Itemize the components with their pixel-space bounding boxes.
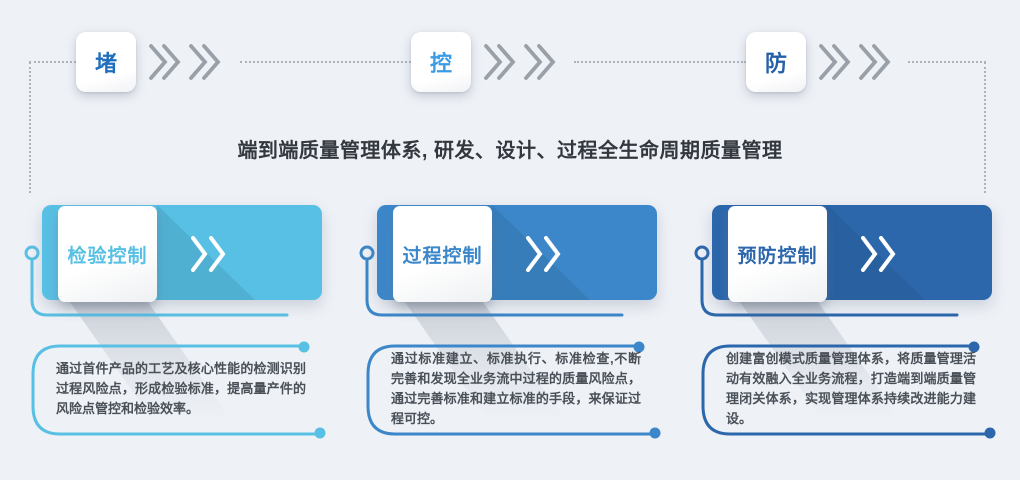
double-chevron-right-icon (861, 236, 896, 272)
step-card-prevent: 防 (746, 32, 806, 92)
stage-label: 预防控制 (737, 245, 818, 267)
stage-description-text: 通过首件产品的工艺及核心性能的检测识别过程风险点，形成检验标准，提高量产件的风险… (56, 360, 306, 417)
stage-description-text: 创建富创模式质量管理体系，将质量管理活动有效融入全业务流程，打造端到端质量管理闭… (726, 350, 976, 427)
page-title: 端到端质量管理体系, 研发、设计、过程全生命周期质量管理 (237, 140, 783, 162)
endpoint-dot (968, 341, 980, 353)
step-card-control: 控 (411, 32, 471, 92)
chevrons-right-icon (149, 44, 221, 80)
stage-label: 过程控制 (402, 245, 483, 267)
description-box-outline (31, 341, 326, 439)
control-stage-column-process: 过程控制 通过标准建立、标准执行、标准检查,不断完善和发现全业务流中过程的质量风… (352, 0, 682, 480)
stage-description: 创建富创模式质量管理体系，将质量管理活动有效融入全业务流程，打造端到端质量管理闭… (726, 350, 976, 428)
connector-line-top-4 (908, 61, 986, 63)
endpoint-dot (984, 427, 996, 439)
control-stage-column-prevention: 预防控制 创建富创模式质量管理体系，将质量管理活动有效融入全业务流程，打造端到端… (687, 0, 1017, 480)
step-label: 堵 (94, 51, 117, 76)
endpoint-dot (633, 341, 645, 353)
connector-hook-line (24, 245, 289, 317)
stage-label: 检验控制 (67, 245, 148, 267)
description-box-outline (701, 341, 996, 439)
connector-line-top-1 (29, 61, 76, 63)
connector-line-top-2 (240, 61, 411, 63)
description-box-outline (366, 341, 661, 439)
chevrons-right-icon (819, 44, 891, 80)
double-chevron-right-icon (526, 236, 561, 272)
stage-label-card: 预防控制 (728, 206, 827, 302)
control-stage-column-inspection: 检验控制 通过首件产品的工艺及核心性能的检测识别过程风险点，形成检验标准，提高量… (17, 0, 347, 480)
stage-label-card: 过程控制 (393, 206, 492, 302)
connector-line-left (29, 62, 31, 193)
double-chevron-right-icon (191, 236, 226, 272)
connector-line-right (984, 62, 986, 193)
connector-line-top-3 (574, 61, 746, 63)
connector-hook-line (694, 245, 959, 317)
step-label: 防 (764, 51, 787, 76)
endpoint-dot (649, 427, 661, 439)
stage-label-card: 检验控制 (58, 206, 157, 302)
step-card-block: 堵 (76, 32, 136, 92)
endpoint-dot (314, 427, 326, 439)
step-label: 控 (429, 51, 452, 76)
endpoint-dot (298, 341, 310, 353)
stage-description: 通过标准建立、标准执行、标准检查,不断完善和发现全业务流中过程的质量风险点，通过… (391, 350, 641, 428)
stage-description-text: 通过标准建立、标准执行、标准检查,不断完善和发现全业务流中过程的质量风险点，通过… (391, 350, 641, 427)
chevrons-right-icon (484, 44, 556, 80)
connector-hook-line (359, 245, 624, 317)
stage-description: 通过首件产品的工艺及核心性能的检测识别过程风险点，形成检验标准，提高量产件的风险… (56, 350, 306, 428)
